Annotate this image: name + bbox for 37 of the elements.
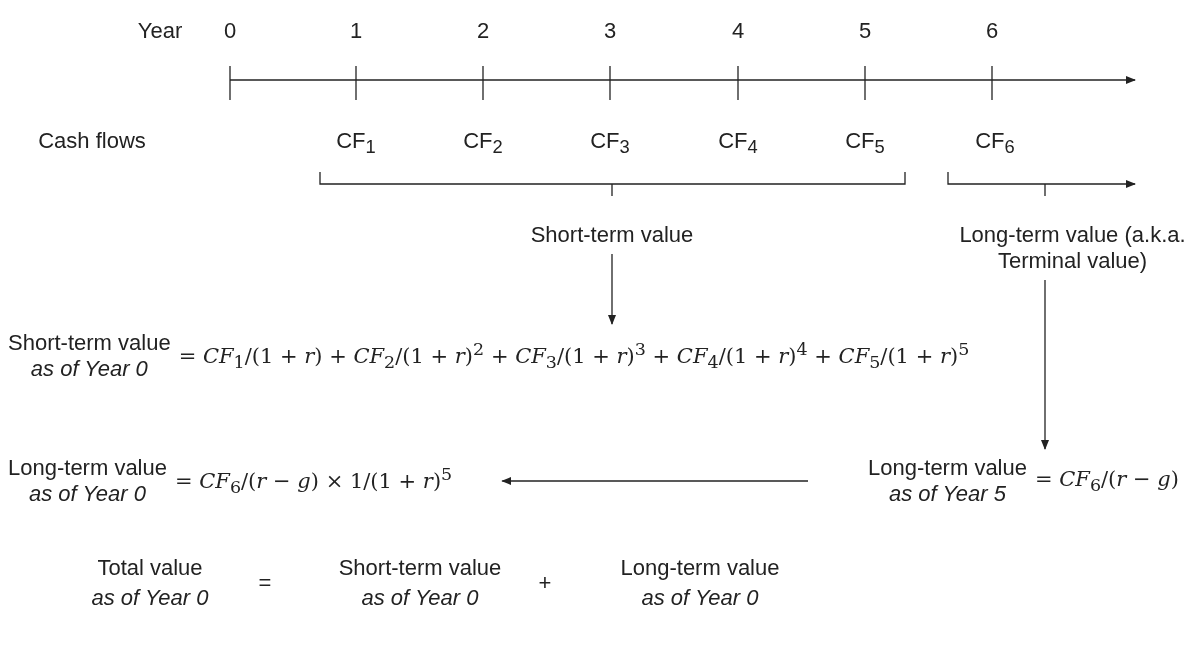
tick-number: 0 <box>223 18 237 44</box>
arrow <box>501 477 809 485</box>
tick-number: 1 <box>349 18 363 44</box>
cash-flow-label: CF$_{3}$ <box>590 128 630 159</box>
term-label: Long-term value <box>8 455 167 481</box>
term-label: Short-term value <box>8 330 171 356</box>
cash-flow-label: CF$_{2}$ <box>463 128 503 159</box>
tick-number: 5 <box>858 18 872 44</box>
formula: = CF$_{1}$/(1 + r) + CF$_{2}$/(1 + r)$^{2}$ + CF$_{3}$/(1 + r)$^{3}$ + CF$_{4}$/(1 + r)$^{4}$ + CF$_{5}$/(1 + r)$^{5}$ <box>178 339 970 373</box>
cash-flow-label: CF$_{4}$ <box>718 128 758 159</box>
equals-sign: = <box>258 570 272 596</box>
formula: = CF$_{6}$/(r − g) × 1/(1 + r)$^{5}$ <box>175 464 453 498</box>
term-subtitle: as of Year 5 <box>889 481 1006 507</box>
sum-term-subtitle: as of Year 0 <box>641 585 759 611</box>
sum-term-subtitle: as of Year 0 <box>361 585 479 611</box>
sum-term-subtitle: as of Year 0 <box>91 585 209 611</box>
term-subtitle: as of Year 0 <box>30 356 148 382</box>
tick-number: 6 <box>985 18 999 44</box>
value-heading: Short-term value <box>492 222 732 248</box>
tick-number: 4 <box>731 18 745 44</box>
plus-sign: + <box>538 570 552 596</box>
tick-number: 3 <box>603 18 617 44</box>
sum-term-label: Short-term value <box>338 555 502 581</box>
cash-flow-label: CF$_{5}$ <box>845 128 885 159</box>
row-label: Cash flows <box>38 128 146 154</box>
sum-term-label: Total value <box>97 555 203 581</box>
cash-flow-label: CF$_{1}$ <box>336 128 376 159</box>
arrow <box>608 253 616 325</box>
tick-number: 2 <box>476 18 490 44</box>
sum-term-label: Long-term value <box>620 555 780 581</box>
term-subtitle: as of Year 0 <box>29 481 146 507</box>
axis-title: Year <box>137 18 183 44</box>
cash-flow-label: CF$_{6}$ <box>975 128 1015 159</box>
term-label: Long-term value <box>868 455 1027 481</box>
arrow <box>1041 279 1049 450</box>
value-heading: Long-term value (a.k.a. Terminal value) <box>945 222 1200 274</box>
formula: = CF$_{6}$/(r − g) <box>1035 466 1179 496</box>
